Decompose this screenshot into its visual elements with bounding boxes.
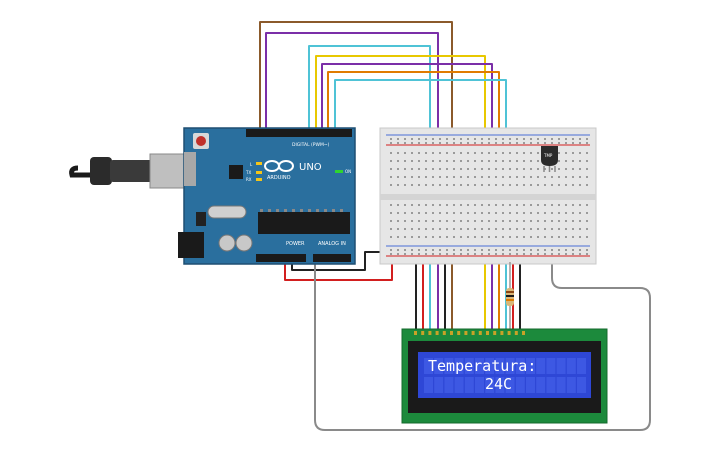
breadboard-holes: [390, 138, 588, 255]
led-label-on: ON: [345, 169, 351, 174]
arduino-logo-text: ARDUINO: [267, 175, 291, 181]
breadboard[interactable]: [379, 127, 597, 265]
analog-header: [313, 254, 351, 262]
wire-gray-sensor-signal[interactable]: [314, 165, 651, 431]
led-label-rx: RX: [246, 177, 252, 182]
resistor[interactable]: [506, 262, 514, 330]
lcd-pin-header: [414, 331, 525, 335]
analog-header-label: ANALOG IN: [318, 241, 346, 247]
sensor-label: TMP: [543, 153, 553, 158]
power-header-label: POWER: [286, 241, 305, 247]
temperature-sensor[interactable]: TMP: [541, 146, 558, 172]
power-jack: [178, 232, 204, 258]
lcd-line-1: Temperatura:: [428, 357, 536, 375]
lcd-line-2: 24C: [485, 375, 512, 393]
arduino-logo-icon: [264, 160, 294, 172]
led-label-tx: TX: [245, 170, 251, 175]
led-label-l: L: [250, 162, 253, 167]
arduino-uno-board[interactable]: ARDUINO UNO DIGITAL (PWM~) POWER ANALOG …: [178, 127, 356, 265]
wire-black-gnd[interactable]: [291, 251, 380, 271]
lcd-module[interactable]: Temperatura: 24C: [401, 328, 608, 424]
digital-header-label: DIGITAL (PWM~): [292, 142, 330, 148]
power-header: [256, 254, 306, 262]
usb-cable: [69, 153, 191, 189]
digital-header: [246, 129, 352, 137]
wire-red-5v[interactable]: [284, 257, 393, 281]
lcd-character-cells: [424, 358, 586, 393]
arduino-model-label: UNO: [299, 162, 322, 173]
atmega-chip: [258, 212, 350, 234]
